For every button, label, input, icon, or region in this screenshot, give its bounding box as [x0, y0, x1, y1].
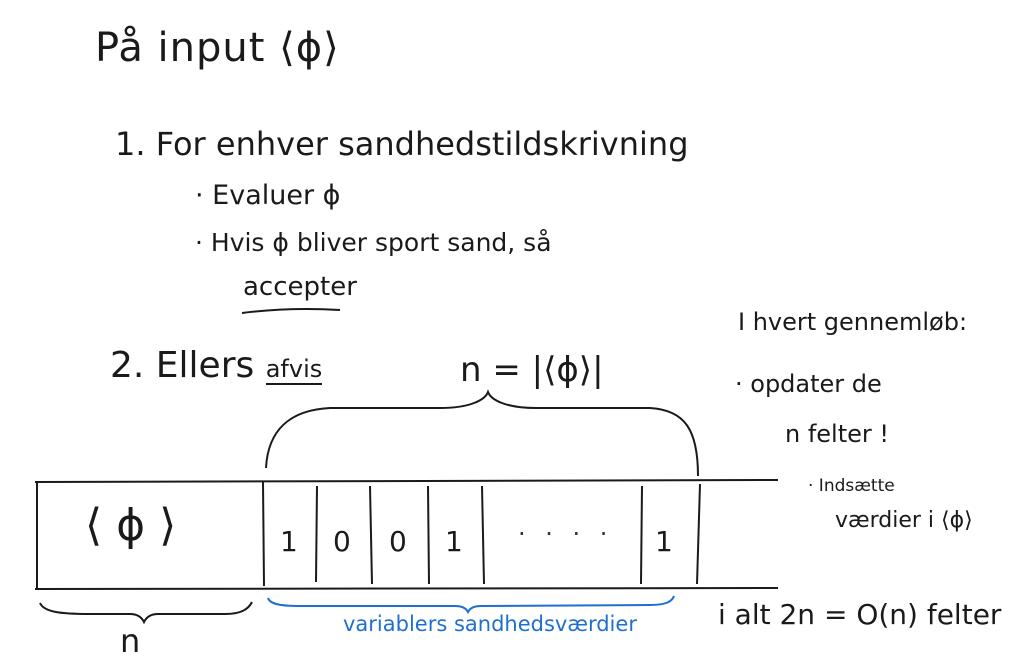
note-total-cells: i alt 2n = O(n) felter: [718, 598, 1002, 631]
step-1-bullet-condition: · Hvis ϕ bliver sport sand, så: [195, 228, 552, 257]
variables-label: variablers sandhedsværdier: [343, 612, 637, 636]
cell-separator: [262, 481, 265, 587]
note-line-5: værdier i ⟨ϕ⟩: [835, 508, 973, 533]
tape-cell-1: 1: [280, 525, 298, 558]
cell-separator: [481, 485, 485, 585]
tape-top-line: [34, 479, 779, 483]
note-line-4: · Indsætte: [808, 476, 895, 496]
step-1: 1. For enhver sandhedstildskrivning: [115, 125, 689, 163]
cell-separator: [369, 485, 373, 585]
reject-label: afvis: [265, 355, 323, 385]
note-line-3: n felter !: [785, 420, 890, 448]
accept-underline: [241, 308, 341, 314]
tape-cell-ellipsis: · · · ·: [518, 520, 614, 548]
tape-cell-last: 1: [655, 525, 673, 558]
cell-separator: [315, 485, 318, 583]
tape-cell-2: 0: [333, 525, 351, 558]
top-brace: [265, 389, 699, 477]
tape-cell-4: 1: [445, 525, 463, 558]
step-1-bullet-evaluate: · Evaluer ϕ: [195, 180, 341, 211]
n-definition: n = |⟨ϕ⟩|: [460, 350, 604, 390]
step-2-prefix: 2. Ellers: [110, 345, 255, 386]
note-line-1: I hvert gennemløb:: [738, 308, 968, 336]
cell-separator: [696, 483, 701, 585]
input-cell-label: ⟨ ϕ ⟩: [85, 500, 177, 551]
bottom-brace-variables: [267, 595, 675, 615]
tape-bottom-line: [34, 587, 779, 590]
cell-separator: [427, 485, 430, 585]
tape-cell-3: 0: [389, 525, 407, 558]
n-below-input: n: [120, 622, 141, 660]
cell-separator: [640, 485, 643, 585]
accept-label: accepter: [243, 272, 357, 302]
page-title: På input ⟨ϕ⟩: [95, 25, 340, 71]
step-2: 2. Ellers afvis: [110, 345, 323, 386]
note-line-2: · opdater de: [735, 370, 882, 398]
bottom-brace-input: [39, 601, 253, 625]
